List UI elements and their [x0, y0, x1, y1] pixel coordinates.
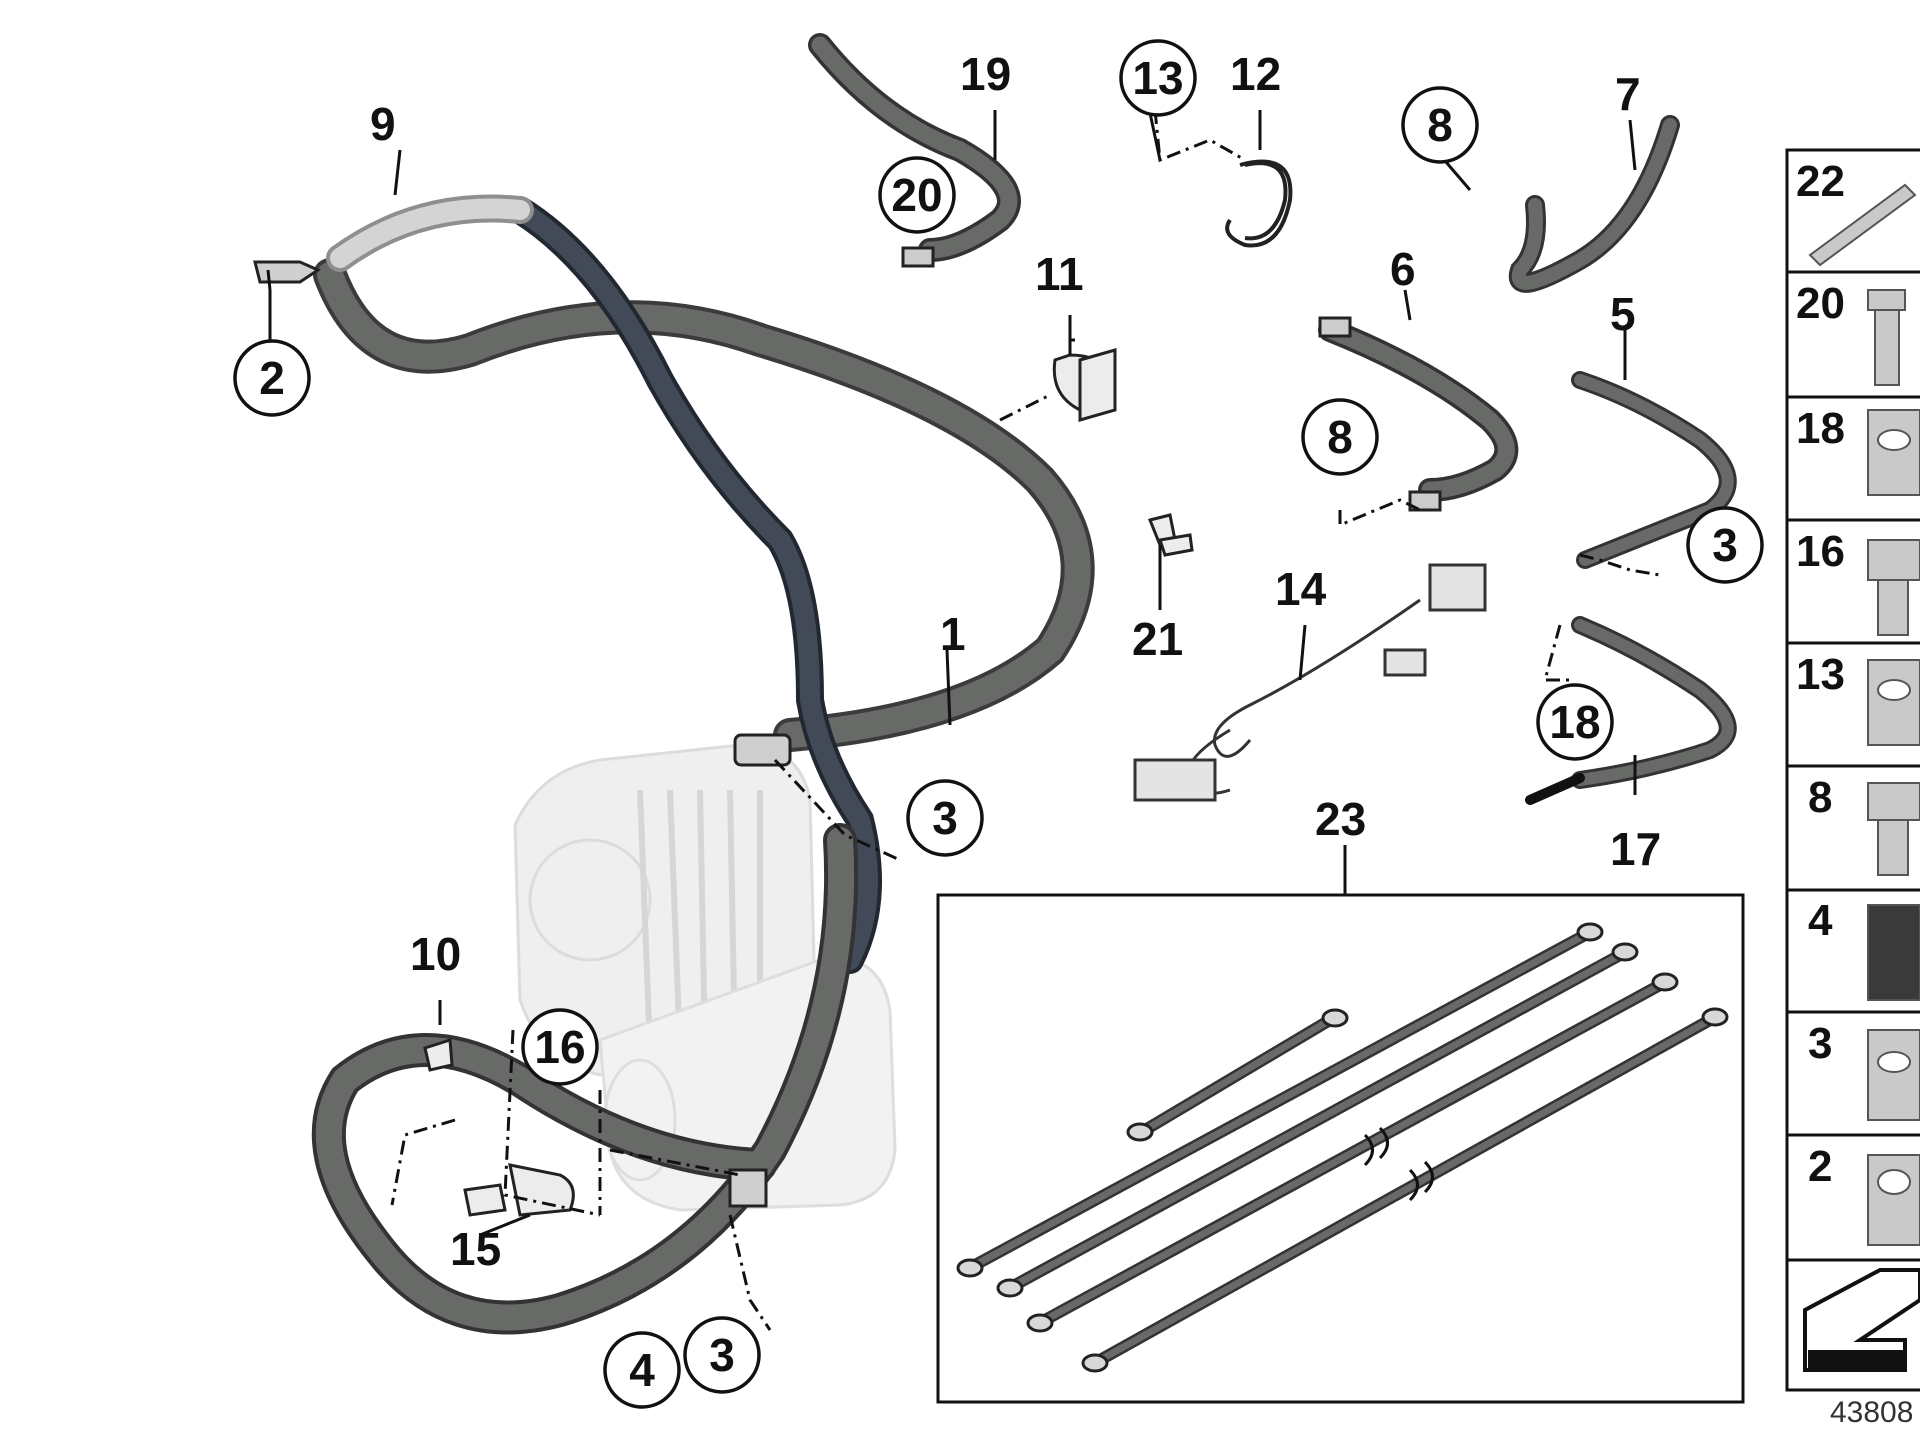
callout-labels: 1 9 19 11 12 7 6 5 21 14 17 23 10 15: [370, 48, 1661, 1275]
fastener-panel: [1785, 148, 1920, 1392]
cable-5: [1571, 371, 1737, 569]
cable-1: [313, 258, 1095, 752]
cable-9: [326, 194, 882, 974]
circled-callout-labels: 2 20 13 8 8 3 18 3 16 4 3: [259, 52, 1738, 1396]
clip-21: [1147, 513, 1194, 557]
svg-text:21: 21: [1132, 613, 1183, 665]
svg-text:6: 6: [1390, 243, 1416, 295]
svg-text:4: 4: [1808, 896, 1833, 945]
leader-lines: [266, 110, 1637, 1237]
cable-lugs: [253, 260, 792, 1208]
diagram-code: 43808: [1830, 1396, 1913, 1429]
svg-text:1: 1: [940, 608, 966, 660]
svg-text:18: 18: [1796, 404, 1845, 453]
arrow-base: [1808, 1350, 1903, 1368]
svg-text:17: 17: [1610, 823, 1661, 875]
svg-text:11: 11: [1035, 248, 1084, 300]
clip-12: [1225, 159, 1293, 248]
sensor-harness-14: [1133, 563, 1487, 802]
svg-text:7: 7: [1615, 68, 1641, 120]
arrow-icon: [1803, 1268, 1920, 1372]
svg-text:20: 20: [1796, 279, 1845, 328]
svg-text:16: 16: [534, 1021, 585, 1073]
bracket-11: [1052, 348, 1117, 422]
cable-7: [1508, 115, 1680, 293]
fastener-panel-labels: 22 20 18 16 13 8 4 3 2: [1796, 157, 1845, 1191]
cable-17: [1525, 616, 1737, 805]
clip-10: [423, 1037, 454, 1072]
svg-text:3: 3: [1712, 519, 1738, 571]
cable-4: [311, 823, 859, 1335]
svg-text:12: 12: [1230, 48, 1281, 100]
svg-text:2: 2: [1808, 1142, 1832, 1191]
svg-text:19: 19: [960, 48, 1011, 100]
strap-kit-box: [936, 893, 1745, 1404]
cable-19: [808, 33, 1021, 268]
svg-text:16: 16: [1796, 527, 1845, 576]
svg-text:4: 4: [629, 1344, 655, 1396]
svg-text:9: 9: [370, 98, 396, 150]
svg-text:22: 22: [1796, 157, 1845, 206]
svg-text:3: 3: [1808, 1019, 1832, 1068]
dashed-leaders: [390, 109, 1661, 1331]
svg-text:5: 5: [1610, 288, 1636, 340]
circled-callouts: [233, 39, 1764, 1409]
svg-text:2: 2: [259, 352, 285, 404]
svg-text:18: 18: [1549, 696, 1600, 748]
svg-text:10: 10: [410, 928, 461, 980]
svg-text:20: 20: [891, 169, 942, 221]
svg-text:23: 23: [1315, 793, 1366, 845]
svg-text:8: 8: [1808, 773, 1832, 822]
svg-text:14: 14: [1275, 563, 1327, 615]
svg-text:15: 15: [450, 1223, 501, 1275]
svg-text:13: 13: [1796, 650, 1845, 699]
clip-15: [463, 1163, 575, 1217]
cable-6: [1318, 316, 1519, 512]
svg-text:3: 3: [932, 792, 958, 844]
svg-text:8: 8: [1427, 99, 1453, 151]
svg-text:13: 13: [1132, 52, 1183, 104]
svg-text:8: 8: [1327, 411, 1353, 463]
svg-text:3: 3: [709, 1329, 735, 1381]
